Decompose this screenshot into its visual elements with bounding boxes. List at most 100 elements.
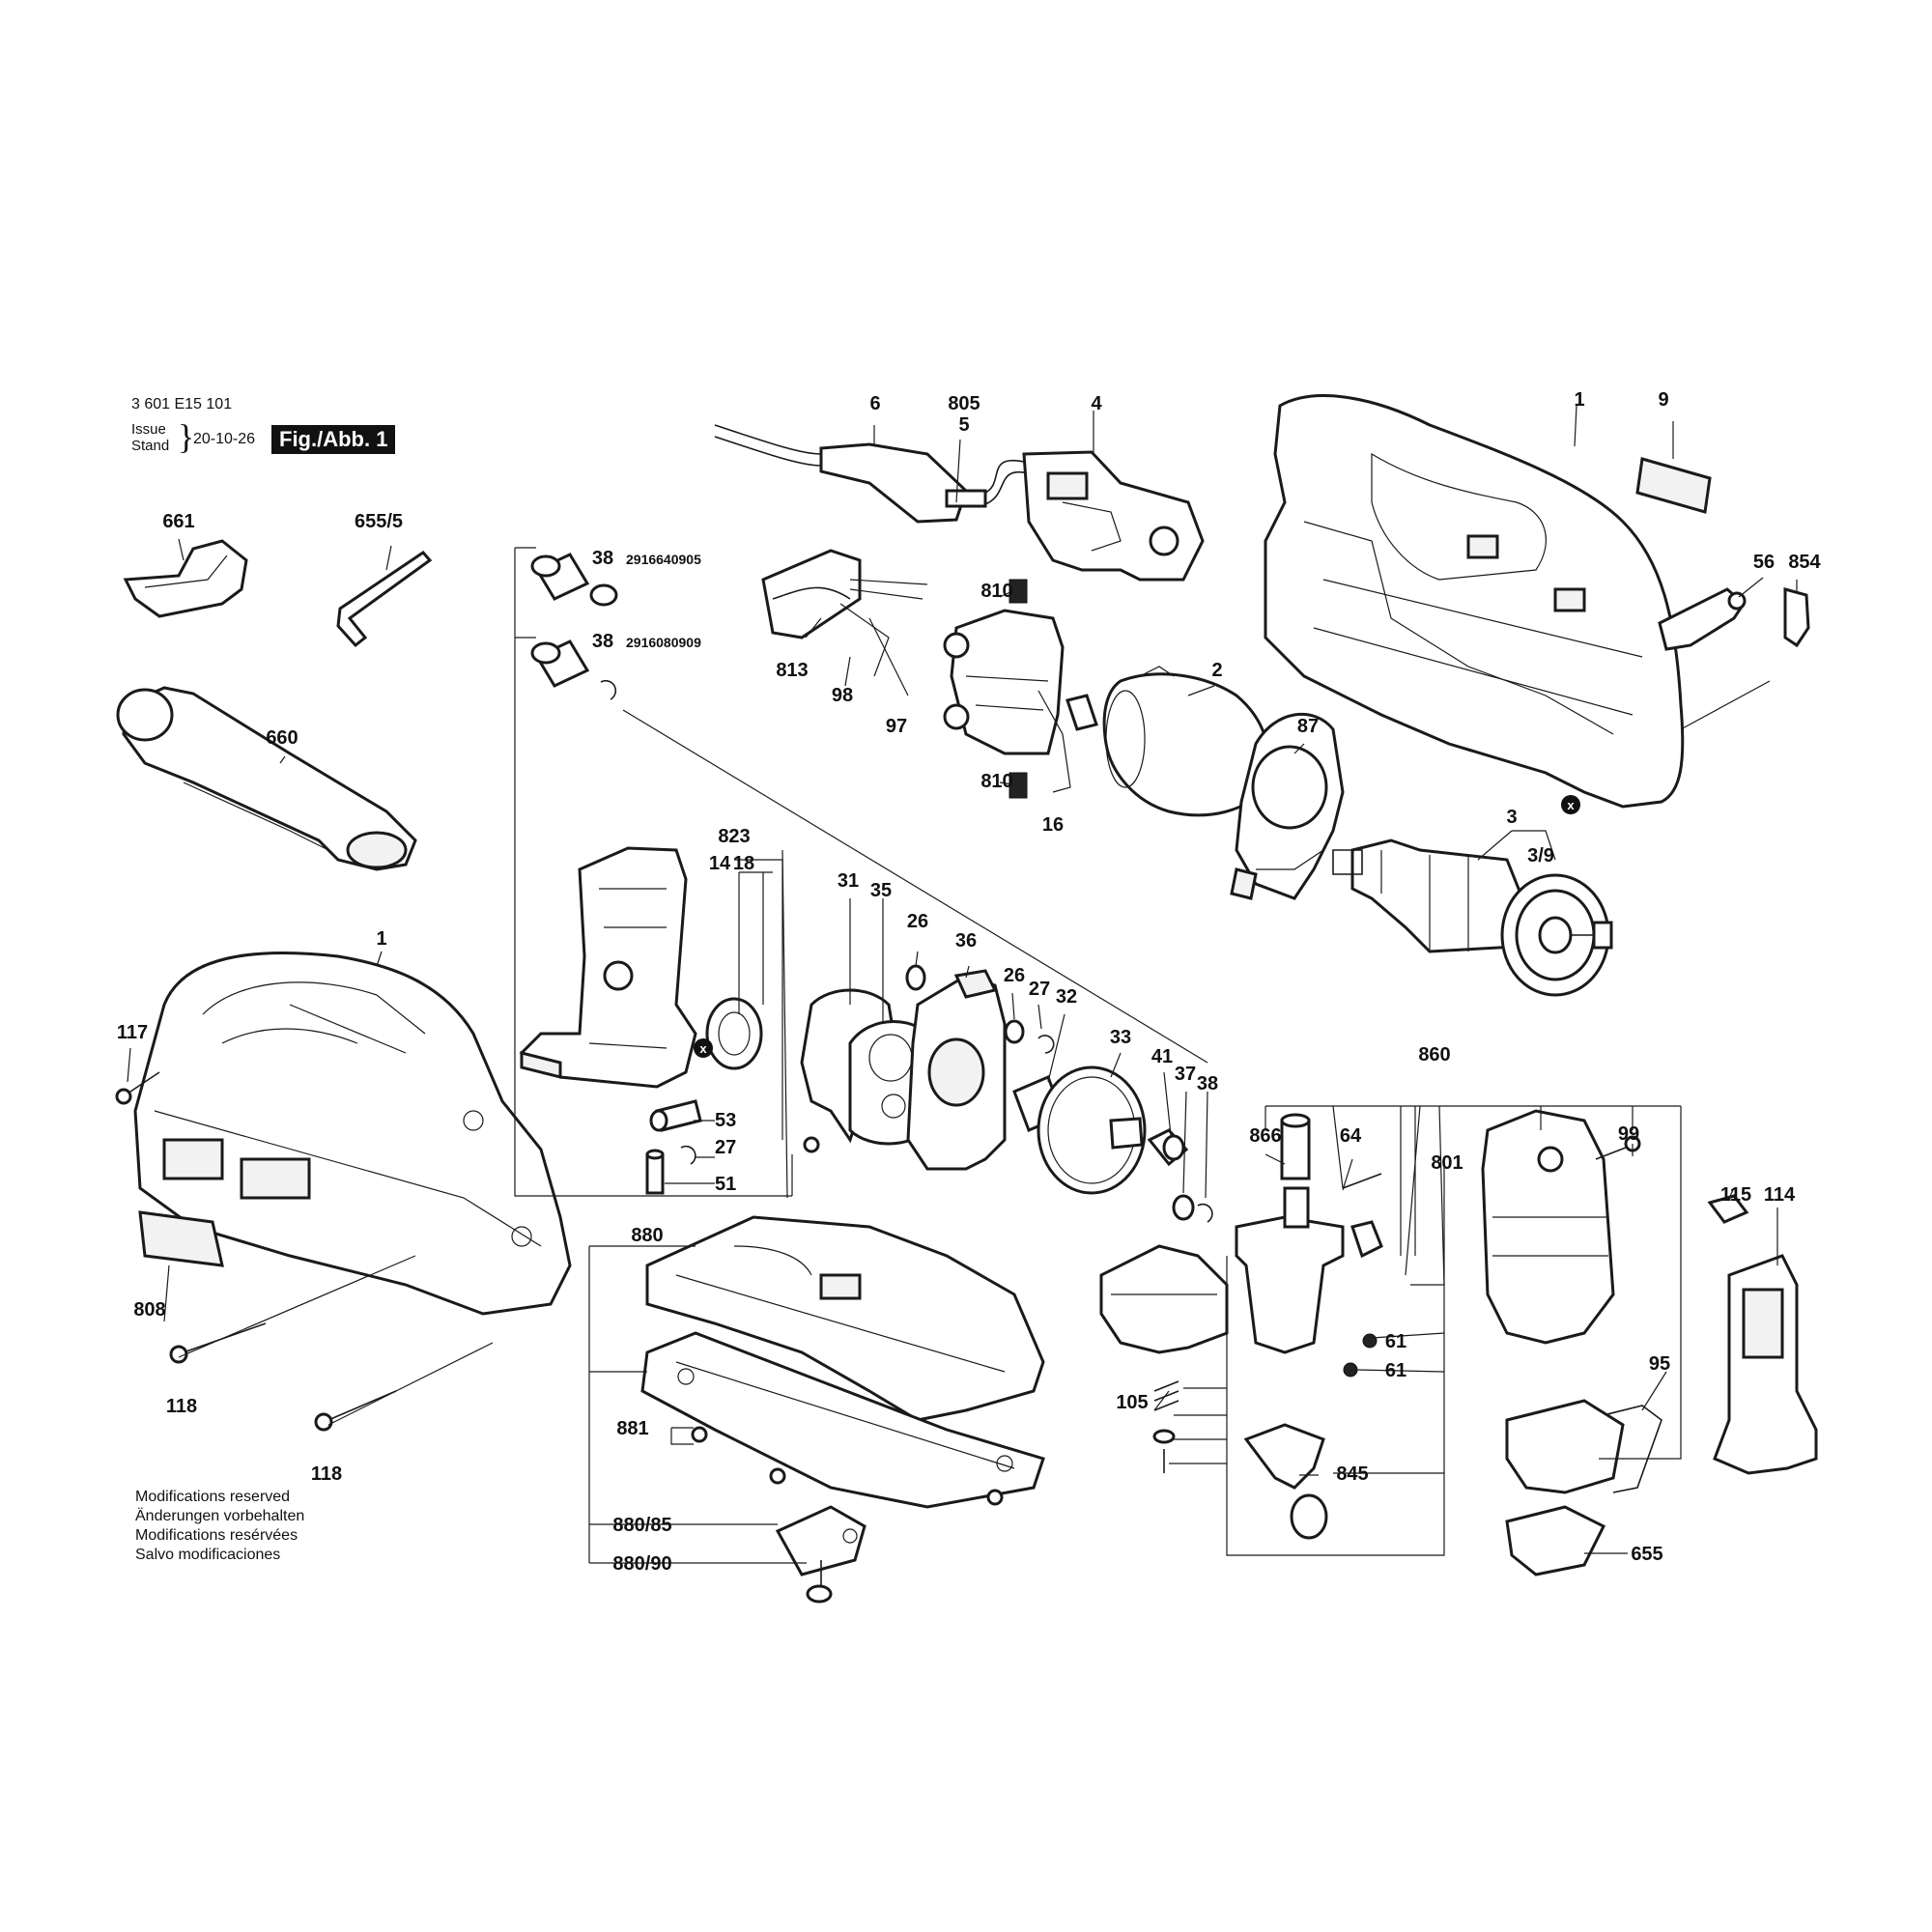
gear-housing (906, 969, 1007, 1171)
nut-61b (1343, 1362, 1358, 1378)
washer-37 (1172, 1194, 1195, 1221)
modification-notes: Modifications reserved Änderungen vorbeh… (135, 1488, 304, 1565)
label-37: 37 (1175, 1064, 1196, 1085)
label-805: 805 (948, 393, 980, 414)
brush-holder (943, 609, 1098, 755)
label-880-85: 880/85 (612, 1515, 671, 1536)
label-5: 5 (958, 414, 969, 436)
label-880-90: 880/90 (612, 1553, 671, 1575)
housing-shell-left (133, 952, 572, 1316)
carbon-brush-top (1009, 579, 1028, 604)
base-plate (640, 1331, 1045, 1509)
housing-label (138, 1210, 224, 1267)
document-number: 3 601 E15 101 (131, 396, 233, 412)
label-18: 18 (733, 853, 754, 874)
label-38-3: 38 (1197, 1073, 1218, 1094)
housing-shell-right (1264, 394, 1685, 809)
label-1-top: 1 (1574, 389, 1584, 411)
plunger-bracket (1350, 1220, 1383, 1259)
note-es: Salvo modificaciones (135, 1547, 281, 1563)
label-118-1: 118 (166, 1396, 197, 1417)
e-clip-27a (680, 1145, 696, 1165)
guide-roller-assembly (1235, 1113, 1345, 1354)
bushing-38b (530, 639, 617, 700)
side-guide-114 (1713, 1254, 1818, 1475)
label-655: 655 (1631, 1544, 1662, 1565)
screw-881b (769, 1467, 786, 1485)
part-number-2916640905: 2916640905 (626, 552, 701, 567)
screw-881a (691, 1426, 708, 1443)
label-655-5: 655/5 (355, 511, 403, 532)
label-1-left: 1 (376, 928, 386, 950)
label-6: 6 (869, 393, 880, 414)
rod-64 (1342, 1173, 1382, 1189)
label-3: 3 (1506, 807, 1517, 828)
label-660: 660 (266, 727, 298, 749)
lever-part-56 (1658, 587, 1747, 651)
label-56: 56 (1753, 552, 1775, 573)
hex-key (336, 551, 433, 648)
label-36: 36 (955, 930, 977, 952)
felt-ring (705, 997, 763, 1070)
label-99: 99 (1618, 1123, 1639, 1145)
label-860: 860 (1418, 1044, 1450, 1065)
label-61-1: 61 (1385, 1331, 1406, 1352)
label-32: 32 (1056, 986, 1077, 1008)
small-screw-880 (803, 1136, 820, 1153)
e-clip-38 (1197, 1203, 1213, 1223)
cylinder-pin-53 (649, 1099, 702, 1132)
label-31: 31 (838, 870, 859, 892)
block-115 (1707, 1194, 1749, 1224)
guard-wire (1545, 1405, 1662, 1493)
label-38-1: 38 (592, 548, 613, 569)
clamp-block (775, 1505, 867, 1577)
foot-plate (645, 1215, 1045, 1422)
svg-text:x: x (699, 1041, 707, 1056)
e-clip-27b (1037, 1035, 1055, 1054)
label-4: 4 (1091, 393, 1102, 414)
issue-label-en: Issue (131, 421, 166, 438)
screw-881c (986, 1489, 1004, 1506)
label-810-2: 810 (980, 771, 1012, 792)
label-3-9: 3/9 (1527, 845, 1554, 867)
nameplate-label (1635, 457, 1712, 514)
label-845: 845 (1336, 1463, 1368, 1485)
knob-part-854 (1783, 587, 1810, 648)
leader-lines (127, 405, 1798, 1564)
label-118-2: 118 (311, 1463, 342, 1485)
gear-case (1481, 1109, 1615, 1345)
note-en: Modifications reserved (135, 1489, 291, 1505)
label-881: 881 (616, 1418, 648, 1439)
label-117: 117 (117, 1022, 148, 1043)
label-115: 115 (1720, 1184, 1751, 1206)
label-97: 97 (886, 716, 907, 737)
label-26-2: 26 (1004, 965, 1025, 986)
label-41: 41 (1151, 1046, 1173, 1067)
label-26-1: 26 (907, 911, 928, 932)
label-33: 33 (1110, 1027, 1131, 1048)
label-87: 87 (1297, 716, 1319, 737)
label-61-2: 61 (1385, 1360, 1406, 1381)
label-866: 866 (1249, 1125, 1281, 1147)
label-880: 880 (631, 1225, 663, 1246)
nut-61a (1362, 1333, 1378, 1349)
figure-badge: Fig./Abb. 1 (271, 425, 396, 454)
label-854: 854 (1788, 552, 1821, 573)
label-27-2: 27 (715, 1137, 736, 1158)
drawing-header: 3 601 E15 101 Issue Stand } 20-10-26 Fig… (131, 396, 450, 473)
marker-x-top: x (1561, 795, 1580, 814)
pin-51 (645, 1149, 665, 1195)
bearing-housing (519, 846, 697, 1089)
label-98: 98 (832, 685, 853, 706)
label-114: 114 (1764, 1184, 1796, 1206)
vacuum-adapter (116, 686, 417, 871)
electronics-module (761, 549, 928, 677)
svg-text:x: x (1567, 798, 1575, 812)
dust-guard (123, 539, 248, 618)
gear (1037, 1065, 1147, 1195)
label-808: 808 (133, 1299, 165, 1321)
label-661: 661 (162, 511, 194, 532)
label-801: 801 (1431, 1152, 1463, 1174)
label-823: 823 (718, 826, 750, 847)
fan-baffle (1230, 713, 1345, 900)
